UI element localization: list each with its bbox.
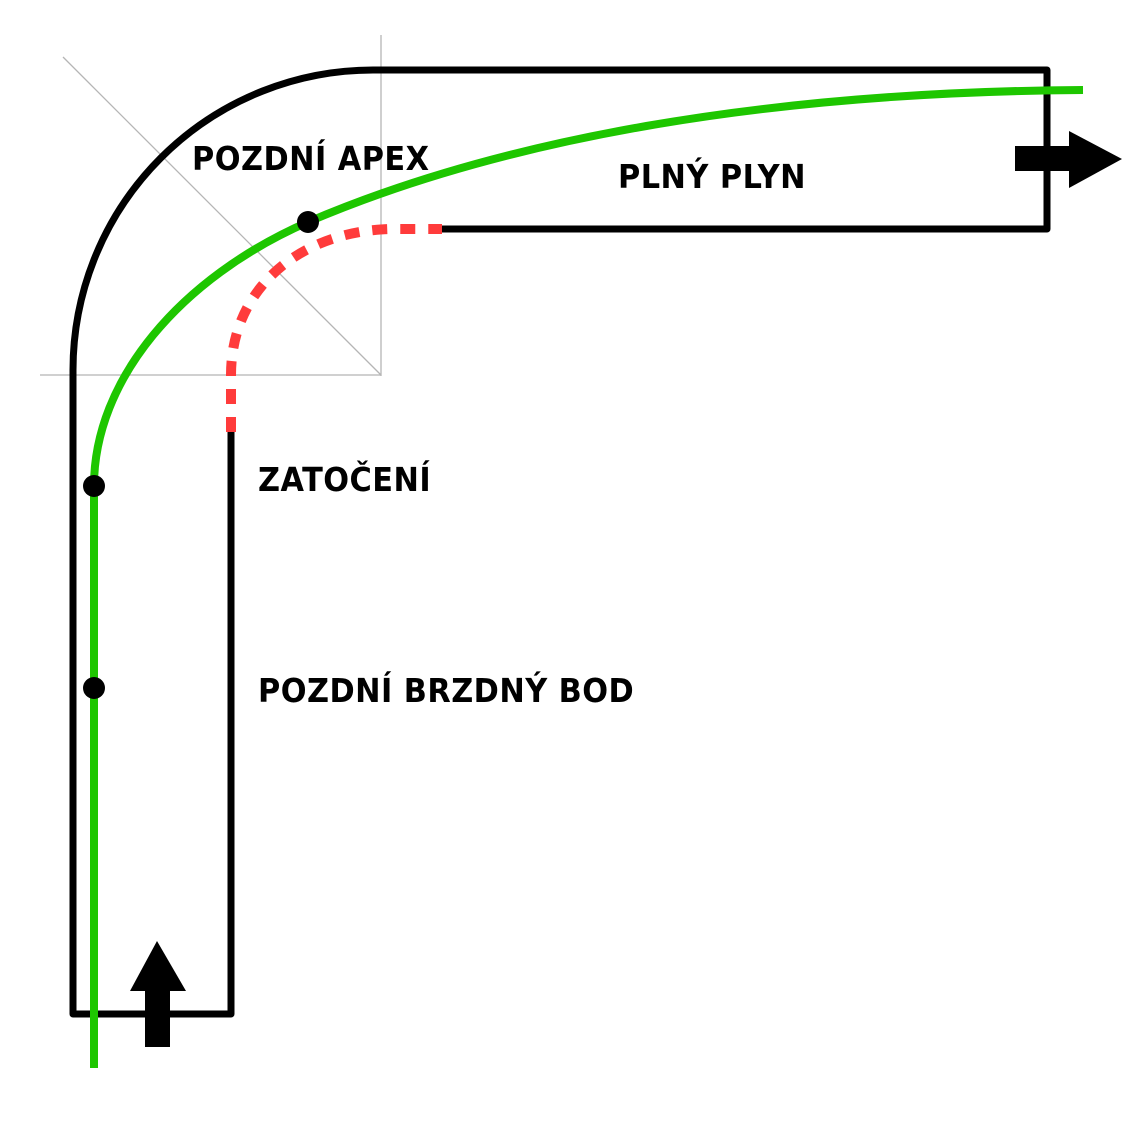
arrow-up-icon: [130, 941, 186, 1047]
inner-corner-dashed-line: [226, 224, 442, 432]
late-braking-point-label: POZDNÍ BRZDNÝ BOD: [258, 671, 635, 710]
late-apex-marker: [297, 211, 319, 233]
turn-in-label: ZATOČENÍ: [258, 460, 432, 499]
track-outline: [69, 66, 1051, 1018]
late-apex-label: POZDNÍ APEX: [192, 139, 430, 178]
construction-lines: [40, 35, 382, 376]
arrow-right-icon: [1015, 131, 1122, 188]
guide-diagonal-line: [62, 56, 382, 376]
braking-point-marker: [83, 677, 105, 699]
full-throttle-label: PLNÝ PLYN: [618, 157, 806, 196]
racing-line: [90, 86, 1084, 1068]
turn-in-marker: [83, 475, 105, 497]
